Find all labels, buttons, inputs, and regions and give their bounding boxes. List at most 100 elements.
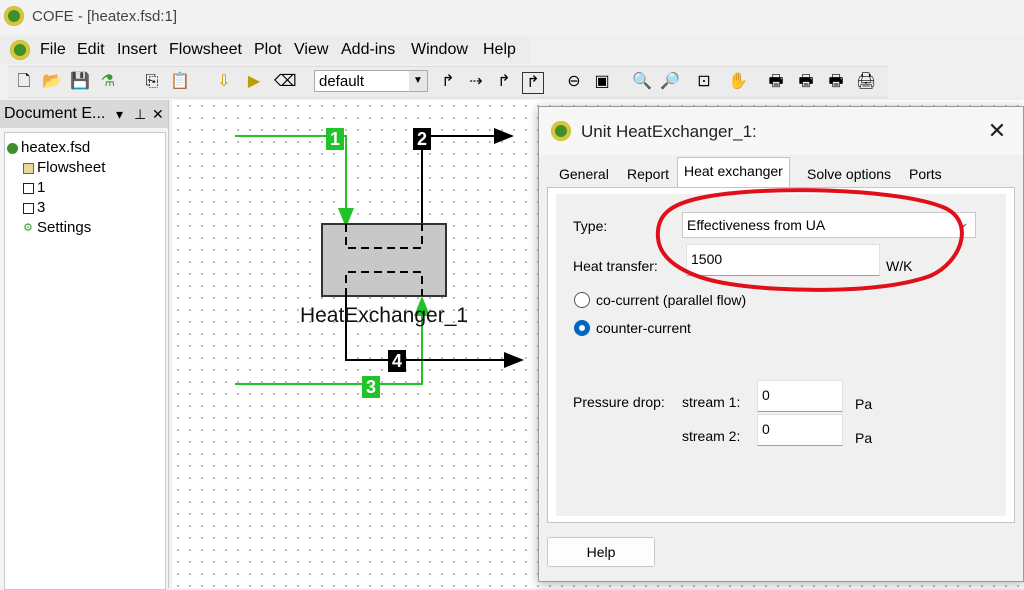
chevron-down-icon: ⌄ <box>958 215 969 230</box>
menu-edit[interactable]: Edit <box>77 41 105 58</box>
copy-icon[interactable]: ⎘ <box>145 73 159 90</box>
tree-item-settings[interactable]: ⚙Settings <box>23 219 92 236</box>
cofe-logo-icon <box>7 142 18 154</box>
stream-icon <box>23 182 34 194</box>
configuration-value: default <box>319 73 365 90</box>
cofe-logo-icon <box>4 6 24 26</box>
heat-exchanger-unit <box>321 223 447 297</box>
chevron-down-icon[interactable]: ▼ <box>409 71 427 91</box>
heat-exchanger-tab-panel: Type: Effectiveness from UA ⌄ Heat trans… <box>547 187 1015 523</box>
menu-file[interactable]: File <box>40 41 66 58</box>
zoom-in-icon[interactable]: 🔍 <box>632 73 652 90</box>
unit-dialog: Unit HeatExchanger_1: ✕ General Report H… <box>538 106 1024 582</box>
close-panel-icon[interactable]: ✕ <box>152 106 164 122</box>
menu-insert[interactable]: Insert <box>117 41 158 58</box>
tab-solve-options[interactable]: Solve options <box>807 166 892 182</box>
heat-transfer-label: Heat transfer: <box>573 258 658 274</box>
tree-item-stream-1[interactable]: 1 <box>23 179 45 196</box>
tab-heat-exchanger[interactable]: Heat exchanger <box>677 157 790 188</box>
type-value: Effectiveness from UA <box>687 217 826 233</box>
print-icon[interactable]: 🖶 <box>768 73 784 90</box>
tab-ports[interactable]: Ports <box>909 166 942 182</box>
window-titlebar: COFE - [heatex.fsd:1] <box>0 0 1024 34</box>
heat-transfer-input[interactable]: 1500 <box>686 244 880 276</box>
stream-label-2: 2 <box>417 129 427 149</box>
info-stream-icon[interactable]: ↱ <box>497 73 511 90</box>
cofe-logo-icon <box>551 121 571 141</box>
stream-1-pressure-label: stream 1: <box>682 394 741 410</box>
new-document-icon[interactable]: 🗋 <box>17 73 31 90</box>
stream-label-4: 4 <box>392 351 402 371</box>
stream-2-pressure-unit: Pa <box>855 430 873 446</box>
eraser-icon[interactable]: ⌫ <box>274 73 297 90</box>
stream-icon <box>23 202 34 214</box>
stream-label-1: 1 <box>330 129 340 149</box>
print-flowsheet-icon[interactable]: ⚗ <box>100 73 116 90</box>
type-select[interactable]: Effectiveness from UA ⌄ <box>682 212 976 238</box>
red-annotation-circle <box>655 188 964 292</box>
menu-flowsheet[interactable]: Flowsheet <box>169 41 242 58</box>
heat-exchanger-settings: Type: Effectiveness from UA ⌄ Heat trans… <box>556 194 1006 516</box>
unit-operation-icon[interactable]: ⊖ <box>567 73 581 90</box>
stream-4-line <box>345 296 524 368</box>
tab-report[interactable]: Report <box>627 166 670 182</box>
pressure-drop-label: Pressure drop: <box>573 394 665 410</box>
paste-icon[interactable]: 📋 <box>170 73 190 90</box>
import-icon[interactable]: ⇩ <box>217 73 231 90</box>
stream-3-line <box>235 296 430 385</box>
tab-general[interactable]: General <box>559 166 609 182</box>
dialog-title: Unit HeatExchanger_1: <box>581 122 757 141</box>
document-explorer-title: Document E... <box>4 105 106 122</box>
stream-2-pressure-label: stream 2: <box>682 428 741 444</box>
counter-current-label[interactable]: counter-current <box>596 320 691 336</box>
counter-current-radio[interactable] <box>574 320 590 336</box>
pin-icon[interactable]: ⊥ <box>134 106 147 122</box>
unit-label: HeatExchanger_1 <box>300 304 468 327</box>
stream-2-pressure-input[interactable]: 0 <box>757 414 843 446</box>
flowsheet-icon <box>23 162 34 174</box>
toolbar: 🗋 📂 💾 ⚗ ⎘ 📋 ⇩ ▶ ⌫ default ▼ ↱ ⇢ ↱ ↱ ⊖ ▣ … <box>8 66 888 98</box>
stream-icon[interactable]: ↱ <box>441 73 455 90</box>
menu-help[interactable]: Help <box>483 41 516 58</box>
co-current-label[interactable]: co-current (parallel flow) <box>596 292 747 308</box>
panel-menu-icon[interactable]: ▾ <box>116 106 124 122</box>
menu-bar: File Edit Insert Flowsheet Plot View Add… <box>0 36 530 64</box>
flowsheet-drawing: 1 2 3 4 HeatExchanger_1 <box>235 128 524 398</box>
pan-hand-icon[interactable]: ✋ <box>728 73 748 90</box>
tree-item-file[interactable]: heatex.fsd <box>7 139 90 156</box>
selected-stream-icon[interactable]: ↱ <box>522 72 544 94</box>
close-icon[interactable]: ✕ <box>987 118 1007 143</box>
stream-1-pressure-unit: Pa <box>855 396 873 412</box>
tree-item-stream-3[interactable]: 3 <box>23 199 45 216</box>
stream-1-pressure-input[interactable]: 0 <box>757 380 843 412</box>
type-label: Type: <box>573 218 608 234</box>
dialog-titlebar: Unit HeatExchanger_1: ✕ <box>539 107 1023 155</box>
menu-add-ins[interactable]: Add-ins <box>341 41 396 58</box>
module-icon[interactable]: ▣ <box>594 73 610 90</box>
co-current-radio[interactable] <box>574 292 590 308</box>
help-button[interactable]: Help <box>547 537 655 567</box>
window-title: COFE - [heatex.fsd:1] <box>32 8 178 25</box>
settings-icon: ⚙ <box>23 221 33 234</box>
stream-1-line <box>235 135 354 228</box>
document-tree: heatex.fsd Flowsheet 1 3 ⚙Settings <box>4 132 166 590</box>
print-setup-icon[interactable]: 🖶 <box>828 73 844 90</box>
save-icon[interactable]: 💾 <box>70 73 90 90</box>
stream-label-3: 3 <box>366 377 376 397</box>
menu-plot[interactable]: Plot <box>254 41 282 58</box>
zoom-out-icon[interactable]: 🔎 <box>660 73 680 90</box>
print-preview-icon[interactable]: 🖶 <box>798 73 814 90</box>
tree-item-flowsheet[interactable]: Flowsheet <box>23 159 105 176</box>
document-explorer-panel: Document E... ▾ ⊥ ✕ heatex.fsd Flowsheet… <box>0 100 169 590</box>
menu-view[interactable]: View <box>294 41 329 58</box>
configuration-select[interactable]: default ▼ <box>314 70 428 92</box>
document-explorer-header: Document E... ▾ ⊥ ✕ <box>0 100 168 128</box>
export-icon[interactable]: 🖨 <box>856 73 877 90</box>
cofe-logo-icon[interactable] <box>10 40 30 60</box>
menu-window[interactable]: Window <box>411 41 468 58</box>
zoom-fit-icon[interactable]: ⊡ <box>697 73 711 90</box>
run-icon[interactable]: ▶ <box>247 73 261 90</box>
energy-stream-icon[interactable]: ⇢ <box>469 73 483 90</box>
open-folder-icon[interactable]: 📂 <box>42 73 62 90</box>
